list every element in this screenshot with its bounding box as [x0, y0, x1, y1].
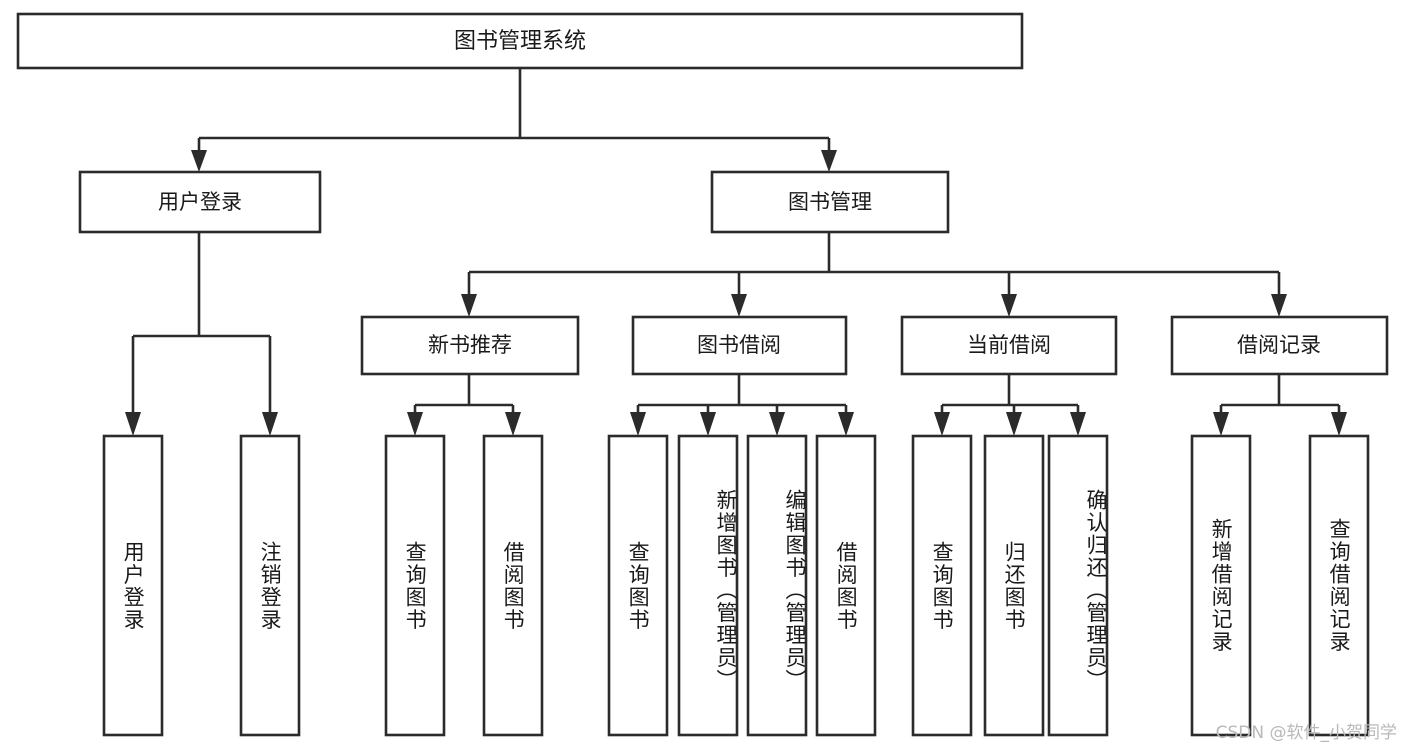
- leaf-box-user-login[interactable]: [102, 434, 164, 737]
- arrow-head-icon: [1331, 412, 1347, 436]
- node-current-borrow-box[interactable]: [900, 315, 1118, 376]
- leaf-label-logout: 注销登录: [258, 540, 283, 631]
- node-borrow-record-label: 借阅记录: [1237, 333, 1321, 357]
- leaf-box-borrow-book-2[interactable]: [815, 434, 877, 737]
- leaf-box-add-book-admin[interactable]: [677, 434, 739, 737]
- leaf-box-add-borrow-record[interactable]: [1190, 434, 1252, 737]
- node-user-login-label: 用户登录: [158, 190, 242, 214]
- arrow-head-icon: [821, 150, 837, 172]
- node-new-book-recommend-box[interactable]: [360, 315, 580, 376]
- node-root-system-label: 图书管理系统: [454, 29, 586, 54]
- leaf-box-confirm-return-admin[interactable]: [1047, 434, 1109, 737]
- leaf-box-query-book-3[interactable]: [911, 434, 973, 737]
- node-borrow-record-box[interactable]: [1170, 315, 1389, 376]
- csdn-watermark: CSDN @软件_小贺同学: [1215, 723, 1397, 743]
- node-book-borrow[interactable]: 图书借阅: [631, 315, 848, 376]
- arrow-head-icon: [461, 294, 477, 317]
- node-user-login-box[interactable]: [78, 170, 322, 234]
- leaf-label-user-login: 用户登录: [121, 540, 146, 631]
- arrow-head-icon: [1001, 294, 1017, 317]
- node-user-login[interactable]: 用户登录: [78, 170, 322, 234]
- leaf-label-query-book-3: 查询图书: [930, 540, 955, 631]
- node-new-book-recommend[interactable]: 新书推荐: [360, 315, 580, 376]
- arrow-head-icon: [934, 412, 950, 436]
- arrow-head-icon: [769, 412, 785, 436]
- node-current-borrow-label: 当前借阅: [967, 333, 1051, 357]
- leaf-box-query-borrow-record[interactable]: [1308, 434, 1370, 737]
- arrow-head-icon: [1213, 412, 1229, 436]
- node-book-borrow-box[interactable]: [631, 315, 848, 376]
- arrow-head-icon: [1006, 412, 1022, 436]
- leaf-label-confirm-return-admin: 确认归还（管理员）: [1084, 489, 1108, 692]
- arrow-head-icon: [407, 412, 423, 436]
- leaf-label-query-book-2: 查询图书: [626, 540, 651, 631]
- node-new-book-recommend-label: 新书推荐: [428, 333, 512, 357]
- leaf-box-query-book-1[interactable]: [384, 434, 446, 737]
- node-book-management[interactable]: 图书管理: [710, 170, 950, 234]
- leaf-box-borrow-book-1[interactable]: [482, 434, 544, 737]
- arrow-head-icon: [505, 412, 521, 436]
- node-borrow-record[interactable]: 借阅记录: [1170, 315, 1389, 376]
- node-book-management-box[interactable]: [710, 170, 950, 234]
- arrow-head-icon: [630, 412, 646, 436]
- leaf-label-add-book-admin: 新增图书（管理员）: [714, 489, 738, 692]
- leaf-label-edit-book-admin: 编辑图书（管理员）: [783, 489, 807, 692]
- leaf-label-query-borrow-record: 查询借阅记录: [1327, 518, 1352, 653]
- arrow-head-icon: [262, 412, 278, 436]
- node-book-management-label: 图书管理: [788, 190, 872, 214]
- leaf-label-query-book-1: 查询图书: [403, 540, 428, 631]
- leaf-box-return-book[interactable]: [983, 434, 1045, 737]
- arrow-head-icon: [125, 412, 141, 436]
- node-root-system-box[interactable]: [16, 12, 1024, 70]
- leaf-label-return-book: 归还图书: [1002, 540, 1027, 631]
- node-current-borrow[interactable]: 当前借阅: [900, 315, 1118, 376]
- leaf-box-group: [102, 434, 1370, 737]
- arrow-head-icon: [731, 294, 747, 317]
- leaf-label-borrow-book-2: 借阅图书: [834, 540, 859, 631]
- arrow-head-icon: [838, 412, 854, 436]
- arrow-head-icon: [191, 150, 207, 172]
- leaf-box-edit-book-admin[interactable]: [746, 434, 808, 737]
- leaf-label-borrow-book-1: 借阅图书: [501, 540, 526, 631]
- arrow-head-icon: [700, 412, 716, 436]
- leaf-box-query-book-2[interactable]: [607, 434, 669, 737]
- arrow-head-icon: [1271, 294, 1287, 317]
- leaf-label-add-borrow-record: 新增借阅记录: [1209, 518, 1234, 653]
- connector-group: [125, 68, 1347, 436]
- node-root-system[interactable]: 图书管理系统: [16, 12, 1024, 70]
- leaf-box-logout[interactable]: [239, 434, 301, 737]
- node-book-borrow-label: 图书借阅: [697, 333, 781, 357]
- arrow-head-icon: [1070, 412, 1086, 436]
